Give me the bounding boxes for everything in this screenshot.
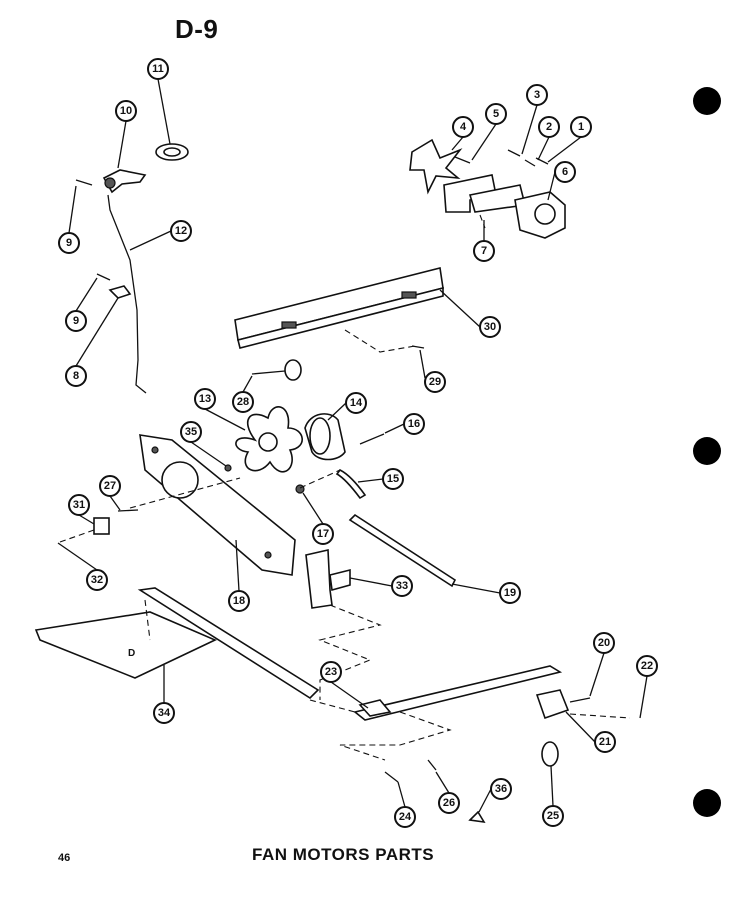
callout-36: 36 (490, 778, 512, 800)
callout-16: 16 (403, 413, 425, 435)
svg-text:13: 13 (199, 393, 211, 405)
callout-29: 29 (424, 371, 446, 393)
svg-text:23: 23 (325, 666, 337, 678)
svg-text:30: 30 (484, 321, 496, 333)
lower-shelf-assembly: D (34, 587, 320, 700)
callout-9-lower: 9 (65, 310, 87, 332)
callout-23: 23 (320, 661, 342, 683)
callout-17: 17 (312, 523, 334, 545)
svg-text:19: 19 (504, 587, 516, 599)
svg-text:35: 35 (185, 426, 197, 438)
callout-9-upper: 9 (58, 232, 80, 254)
callout-24: 24 (394, 806, 416, 828)
callout-14: 14 (345, 392, 367, 414)
callout-21: 21 (594, 731, 616, 753)
svg-text:33: 33 (396, 580, 408, 592)
callout-11: 11 (147, 58, 169, 80)
svg-text:5: 5 (493, 108, 499, 120)
svg-text:4: 4 (460, 121, 467, 133)
svg-text:24: 24 (399, 811, 412, 823)
binder-hole-top (693, 87, 721, 115)
callout-7: 7 (473, 240, 495, 262)
callout-1: 1 (570, 116, 592, 138)
svg-text:8: 8 (73, 370, 79, 382)
callout-13: 13 (194, 388, 216, 410)
svg-text:17: 17 (317, 528, 329, 540)
svg-text:14: 14 (350, 397, 363, 409)
upper-motor-assembly (409, 138, 566, 239)
svg-text:7: 7 (481, 245, 487, 257)
callout-20: 20 (593, 632, 615, 654)
svg-text:2: 2 (546, 121, 552, 133)
svg-text:12: 12 (175, 225, 187, 237)
callout-27: 27 (99, 475, 121, 497)
shelf-tag: D (128, 648, 135, 659)
callout-5: 5 (485, 103, 507, 125)
callout-32: 32 (86, 569, 108, 591)
diagram-caption: FAN MOTORS PARTS (252, 845, 435, 864)
svg-text:6: 6 (562, 166, 568, 178)
svg-text:9: 9 (66, 237, 72, 249)
strip-and-bracket (305, 513, 457, 700)
binder-hole-bottom (693, 789, 721, 817)
main-bracket-plate (59, 434, 341, 576)
callout-35: 35 (180, 421, 202, 443)
svg-text:11: 11 (152, 63, 164, 75)
svg-text:27: 27 (104, 480, 116, 492)
svg-text:26: 26 (443, 797, 455, 809)
callout-33: 33 (391, 575, 413, 597)
svg-text:31: 31 (73, 499, 85, 511)
callout-2: 2 (538, 116, 560, 138)
svg-text:36: 36 (495, 783, 507, 795)
page-number: 46 (58, 852, 71, 864)
svg-text:15: 15 (387, 473, 399, 485)
binder-hole-middle (693, 437, 721, 465)
lower-rail-assembly (309, 665, 631, 824)
callout-4: 4 (452, 116, 474, 138)
svg-text:21: 21 (599, 736, 611, 748)
callout-31: 31 (68, 494, 90, 516)
callout-6: 6 (554, 161, 576, 183)
svg-text:3: 3 (534, 89, 540, 101)
page-title: D-9 (175, 14, 219, 44)
callout-26: 26 (438, 792, 460, 814)
callout-12: 12 (170, 220, 192, 242)
callout-30: 30 (479, 316, 501, 338)
svg-text:9: 9 (73, 315, 79, 327)
callout-28: 28 (232, 391, 254, 413)
svg-text:1: 1 (578, 121, 584, 133)
callout-19: 19 (499, 582, 521, 604)
callout-10: 10 (115, 100, 137, 122)
callout-8: 8 (65, 365, 87, 387)
svg-text:25: 25 (547, 810, 559, 822)
svg-text:34: 34 (158, 707, 171, 719)
svg-text:20: 20 (598, 637, 610, 649)
rod-assembly (75, 143, 189, 394)
callout-3: 3 (526, 84, 548, 106)
channel-bracket-assembly (234, 267, 444, 381)
leader-lines (57, 78, 648, 813)
callout-15: 15 (382, 468, 404, 490)
svg-text:22: 22 (641, 660, 653, 672)
fan-motor-assembly (224, 406, 385, 500)
svg-text:18: 18 (233, 595, 245, 607)
callout-22: 22 (636, 655, 658, 677)
callout-25: 25 (542, 805, 564, 827)
svg-text:28: 28 (237, 396, 249, 408)
svg-text:29: 29 (429, 376, 441, 388)
svg-text:10: 10 (120, 105, 132, 117)
svg-text:16: 16 (408, 418, 420, 430)
svg-text:32: 32 (91, 574, 103, 586)
callout-18: 18 (228, 590, 250, 612)
callout-34: 34 (153, 702, 175, 724)
